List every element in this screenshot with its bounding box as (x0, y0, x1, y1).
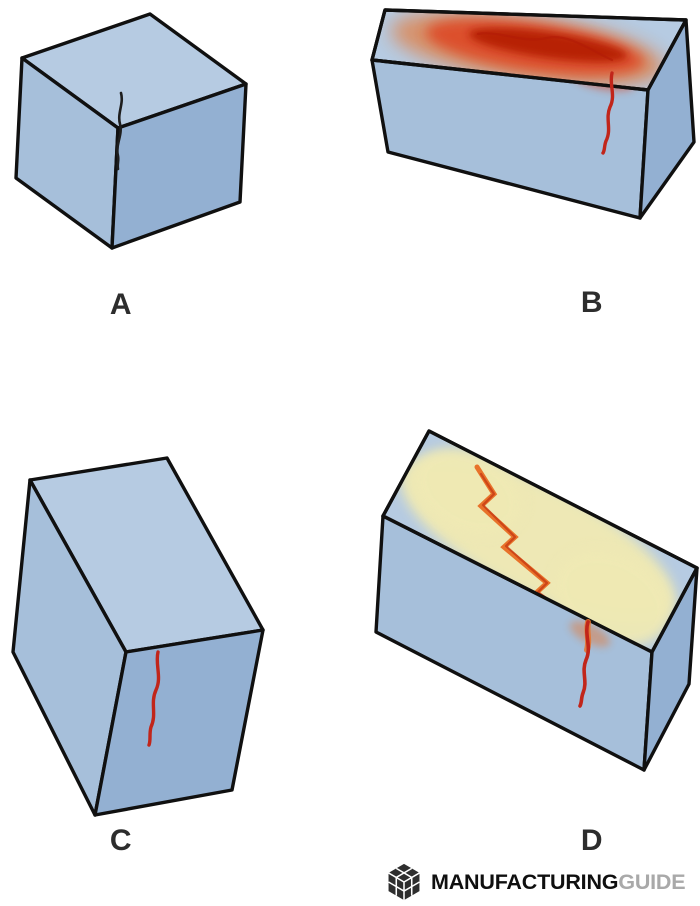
cubes-logo-icon (388, 863, 420, 901)
logo-wordmark: MANUFACTURINGGUIDE (431, 869, 686, 895)
block-d (374, 429, 699, 772)
logo-text-guide: GUIDE (618, 869, 686, 894)
label-block-a: A (109, 288, 133, 321)
block-c (11, 456, 265, 817)
block-a (14, 12, 248, 250)
logo-text-manufacturing: MANUFACTURING (431, 869, 619, 894)
crack-d (578, 620, 591, 708)
block-c-side-face (93, 628, 265, 817)
block-b (370, 8, 696, 220)
crack-b-top (476, 32, 614, 62)
label-block-d: D (580, 824, 604, 857)
crack-c (147, 650, 161, 747)
crack-a (116, 91, 123, 171)
block-b-outline (370, 8, 688, 92)
label-block-c: C (109, 824, 133, 857)
block-d-outline (381, 429, 699, 654)
label-block-b: B (580, 286, 604, 319)
crack-b (601, 71, 615, 155)
brand-logo: MANUFACTURINGGUIDE (384, 860, 686, 904)
block-a-side-face (110, 82, 248, 250)
